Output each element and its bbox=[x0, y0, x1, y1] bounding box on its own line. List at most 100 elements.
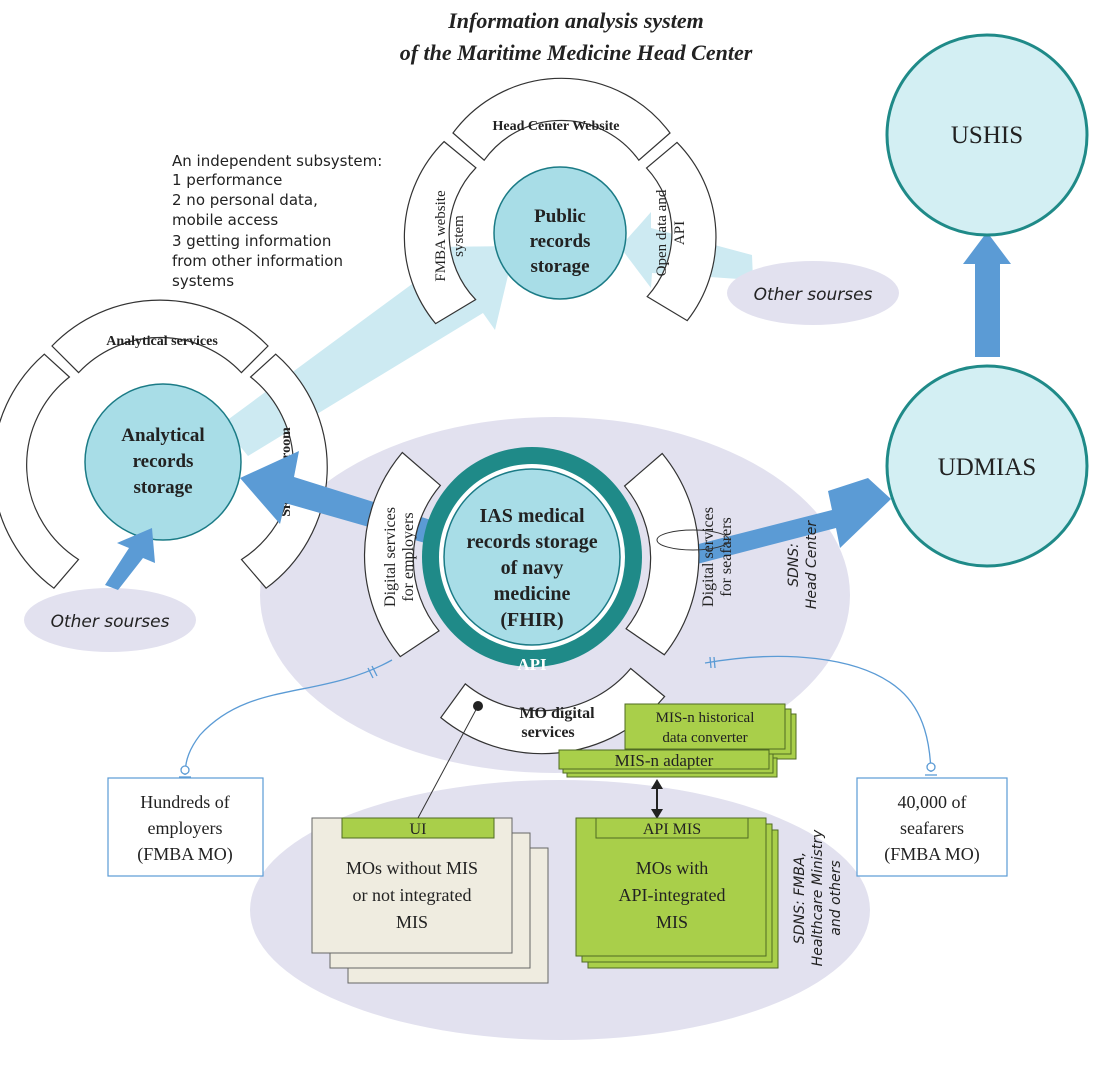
note-line-7: systems bbox=[172, 272, 234, 290]
public-right-label-line-2: API bbox=[672, 221, 688, 245]
public-core-line-3: storage bbox=[530, 256, 589, 277]
fmba-zone-label-line-3: and others bbox=[828, 860, 844, 935]
ias-storage-core bbox=[443, 468, 621, 646]
note-line-2: 1 performance bbox=[172, 171, 282, 189]
analytical-core-line-3: storage bbox=[133, 477, 192, 498]
without-mis-line-3: MIS bbox=[396, 912, 428, 932]
ias-to-udmias-arrow bbox=[674, 478, 891, 570]
head-center-zone-label-line-1: SDNS: bbox=[786, 543, 802, 587]
employers-services-segment bbox=[363, 451, 442, 658]
analytical-ring-top-segment bbox=[51, 299, 269, 374]
other-sources-left bbox=[24, 588, 196, 652]
analytical-storage-ring bbox=[0, 299, 328, 590]
seafarers-line-3: (FMBA MO) bbox=[884, 844, 980, 865]
mo-services-label-line-2: services bbox=[521, 724, 574, 741]
mos-with-mis-stack bbox=[575, 817, 779, 969]
ui-tab-label: UI bbox=[410, 821, 427, 838]
seafarers-connector-end bbox=[926, 762, 936, 772]
mo-services-label-line-1: MO digital bbox=[519, 705, 595, 722]
without-mis-front bbox=[311, 817, 513, 954]
employers-box bbox=[107, 777, 264, 877]
mo-services-segment bbox=[439, 667, 666, 755]
seafarers-label-line-2: for seafarers bbox=[718, 517, 735, 597]
public-right-label-line-1: Open data and bbox=[654, 189, 670, 276]
public-storage-ring bbox=[403, 77, 717, 325]
public-top-label: Head Center Website bbox=[492, 119, 619, 134]
other-sources-right bbox=[727, 261, 899, 325]
ushis-node bbox=[885, 33, 1089, 237]
independent-subsystem-note: An independent subsystem: 1 performance … bbox=[172, 152, 382, 290]
seafarers-connector-tick-1 bbox=[709, 656, 712, 669]
seafarers-label-line-1: Digital services bbox=[700, 507, 717, 607]
diagram-title-line1: Information analysis system bbox=[447, 8, 703, 33]
with-mis-line-3: MIS bbox=[656, 912, 688, 932]
public-right-label: Open data and API bbox=[654, 189, 688, 276]
other-sources-right-label: Other sourses bbox=[754, 285, 873, 305]
analytical-storage-core bbox=[84, 383, 242, 541]
ias-core-line-1: IAS medical bbox=[480, 505, 585, 527]
analytical-top-label: Analytical services bbox=[106, 334, 218, 349]
other-sources-left-label: Other sourses bbox=[51, 612, 170, 632]
employers-line-1: Hundreds of bbox=[140, 792, 229, 812]
converter-label-line-1: MIS-n historical bbox=[656, 710, 755, 726]
head-center-zone-label: SDNS: Head Center bbox=[786, 520, 820, 609]
ias-core-line-5: (FHIR) bbox=[500, 609, 563, 631]
note-line-1: An independent subsystem: bbox=[172, 152, 382, 170]
employers-line-3: (FMBA MO) bbox=[137, 844, 233, 865]
employers-services-label: Digital services for employers bbox=[382, 507, 417, 607]
ias-core-line-2: records storage bbox=[466, 531, 597, 553]
udmias-label: UDMIAS bbox=[938, 454, 1037, 481]
ias-core-line-4: medicine bbox=[494, 583, 571, 605]
mo-services-to-ui-line bbox=[417, 705, 479, 819]
employers-label-line-1: Digital services bbox=[382, 507, 399, 607]
public-storage-core bbox=[493, 166, 627, 300]
converter-label-line-2: data converter bbox=[662, 730, 747, 746]
employers-label-line-2: for employers bbox=[400, 512, 417, 601]
analytical-core-line-2: records bbox=[133, 451, 194, 472]
ias-core-line-3: of navy bbox=[501, 557, 564, 579]
without-mis-line-2: or not integrated bbox=[353, 885, 472, 905]
seafarers-line-1: 40,000 of bbox=[898, 792, 967, 812]
note-line-6: from other information bbox=[172, 252, 343, 270]
mos-without-mis-stack bbox=[311, 817, 549, 984]
adapter-api-link-down-head bbox=[651, 809, 663, 819]
employers-connector-tick-1 bbox=[367, 667, 374, 679]
diagram-title-line2: of the Maritime Medicine Head Center bbox=[400, 40, 753, 65]
note-line-5: 3 getting information bbox=[172, 232, 331, 250]
public-ring-top-segment bbox=[452, 77, 671, 162]
ias-services-ring bbox=[363, 451, 700, 755]
adapter-label: MIS-n adapter bbox=[615, 751, 714, 770]
public-ring-right-segment bbox=[645, 141, 717, 322]
public-left-label-line-1: FMBA website bbox=[433, 190, 449, 282]
with-mis-front bbox=[575, 817, 767, 957]
fmba-zone-label-line-2: Healthcare Ministry bbox=[810, 829, 826, 966]
employers-connector-tick-2 bbox=[371, 665, 378, 677]
with-mis-line-1: MOs with bbox=[636, 858, 709, 878]
analytical-core-line-1: Analytical bbox=[121, 425, 204, 446]
note-line-3: 2 no personal data, bbox=[172, 191, 318, 209]
seafarers-services-label: Digital services for seafarers bbox=[700, 507, 735, 607]
seafarers-box bbox=[856, 777, 1008, 877]
analytical-ring-left-segment bbox=[0, 353, 80, 590]
fmba-zone-label: SDNS: FMBA, Healthcare Ministry and othe… bbox=[792, 829, 844, 966]
converter-front bbox=[624, 703, 786, 750]
seafarers-connector-tick-2 bbox=[713, 656, 716, 669]
public-core-line-1: Public bbox=[534, 206, 586, 227]
employers-line-2: employers bbox=[148, 818, 223, 838]
without-mis-line-1: MOs without MIS bbox=[346, 858, 478, 878]
public-left-label-line-2: system bbox=[451, 215, 467, 257]
udmias-to-ushis-arrow bbox=[963, 232, 1011, 357]
public-left-label: FMBA website system bbox=[433, 190, 467, 282]
ushis-label: USHIS bbox=[951, 122, 1023, 149]
api-mis-tab bbox=[595, 817, 749, 839]
note-line-4: mobile access bbox=[172, 211, 278, 229]
mo-services-connector-dot bbox=[473, 701, 483, 711]
public-core-line-2: records bbox=[530, 231, 591, 252]
adapter-front bbox=[558, 749, 770, 770]
public-ring-left-segment bbox=[403, 140, 477, 325]
ias-api-label: API bbox=[517, 655, 547, 674]
api-mis-tab-label: API MIS bbox=[643, 821, 701, 838]
with-mis-line-2: API-integrated bbox=[619, 885, 726, 905]
seafarers-line-2: seafarers bbox=[900, 818, 964, 838]
